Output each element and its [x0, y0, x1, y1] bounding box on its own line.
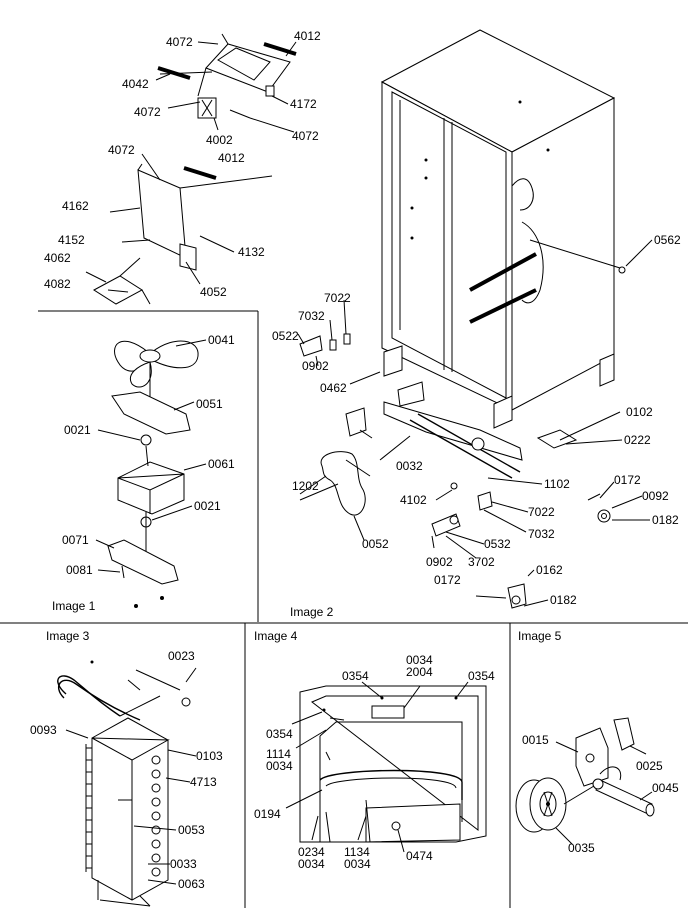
label-4002: 4002: [206, 133, 233, 147]
label-4082: 4082: [44, 277, 71, 291]
label-0172-a: 0172: [614, 473, 641, 487]
label-0102: 0102: [626, 405, 653, 419]
image2-caption: Image 2: [290, 605, 334, 619]
image4-labels: Image 4 0034 2004 0354 0354 0354 1114 00…: [254, 629, 495, 871]
label-0522: 0522: [272, 329, 299, 343]
label-0354-b: 0354: [468, 669, 495, 683]
label-3702: 3702: [468, 555, 495, 569]
image2-cabinet-drawing: [297, 29, 653, 609]
label-0234: 0234: [298, 845, 325, 859]
label-0063: 0063: [178, 877, 205, 891]
label-0023: 0023: [168, 649, 195, 663]
label-4172: 4172: [290, 97, 317, 111]
label-0035: 0035: [568, 841, 595, 855]
image5-labels: Image 5 0015 0025 0045 0035: [518, 629, 679, 855]
label-4102: 4102: [400, 493, 427, 507]
label-4072-d: 4072: [108, 143, 135, 157]
label-0034-b: 0034: [266, 759, 293, 773]
label-0032: 0032: [396, 459, 423, 473]
label-0034-a: 0034: [406, 653, 433, 667]
image3-labels: Image 3 0023 0093 0103 4713 0053 0033 00…: [30, 629, 223, 891]
label-4132: 4132: [238, 245, 265, 259]
image4-caption: Image 4: [254, 629, 298, 643]
label-0045: 0045: [652, 781, 679, 795]
image4-liner-drawing: [285, 681, 487, 853]
label-4072-c: 4072: [292, 129, 319, 143]
label-0172-b: 0172: [434, 573, 461, 587]
label-0194: 0194: [254, 807, 281, 821]
label-4052: 4052: [200, 285, 227, 299]
label-0015: 0015: [522, 733, 549, 747]
label-0902-b: 0902: [426, 555, 453, 569]
panel-borders: [0, 310, 688, 908]
label-1114: 1114: [266, 747, 291, 761]
label-0162: 0162: [536, 563, 563, 577]
label-4152: 4152: [58, 233, 85, 247]
label-0033: 0033: [170, 857, 197, 871]
top-assembly-labels: 4072 4012 4042 4172 4072 4002 4072 4072 …: [44, 29, 321, 299]
image3-evaporator-drawing: [57, 660, 197, 907]
label-0051: 0051: [196, 397, 223, 411]
label-0222: 0222: [624, 433, 651, 447]
label-0354-c: 0354: [266, 727, 293, 741]
label-0462: 0462: [320, 381, 347, 395]
image3-caption: Image 3: [46, 629, 90, 643]
label-7032-b: 7032: [528, 527, 555, 541]
image5-caption: Image 5: [518, 629, 562, 643]
label-0053: 0053: [178, 823, 205, 837]
label-0474: 0474: [406, 849, 433, 863]
label-0034-c: 0034: [298, 857, 325, 871]
label-4012-a: 4012: [294, 29, 321, 43]
label-0562: 0562: [654, 233, 681, 247]
label-0041: 0041: [208, 333, 235, 347]
label-0092: 0092: [642, 489, 669, 503]
label-0182-a: 0182: [652, 513, 679, 527]
image1-labels: 0041 0051 0021 0061 0021 0071 0081 Image…: [52, 333, 235, 613]
label-0354-a: 0354: [342, 669, 369, 683]
label-0034-d: 0034: [344, 857, 371, 871]
label-4072-b: 4072: [134, 105, 161, 119]
label-2004: 2004: [406, 665, 433, 679]
label-4062: 4062: [44, 251, 71, 265]
label-0103: 0103: [196, 749, 223, 763]
label-0061: 0061: [208, 457, 235, 471]
label-0532: 0532: [484, 537, 511, 551]
label-0182-b: 0182: [550, 593, 577, 607]
image1-caption: Image 1: [52, 599, 96, 613]
label-1202: 1202: [292, 479, 319, 493]
label-7032-a: 7032: [298, 309, 325, 323]
label-0021-b: 0021: [194, 499, 221, 513]
label-0093: 0093: [30, 723, 57, 737]
image1-fan-motor-drawing: [95, 339, 207, 608]
label-0021-a: 0021: [64, 423, 91, 437]
label-0025: 0025: [636, 759, 663, 773]
image2-labels: 0562 7022 7032 0522 0902 0462 0102 0222 …: [272, 233, 681, 619]
label-4012-b: 4012: [218, 151, 245, 165]
image5-roller-drawing: [515, 717, 655, 845]
label-0052: 0052: [362, 537, 389, 551]
label-4072-a: 4072: [166, 35, 193, 49]
label-1134: 1134: [344, 845, 370, 859]
label-0902-a: 0902: [302, 359, 329, 373]
label-1102: 1102: [544, 477, 570, 491]
label-4713: 4713: [190, 775, 217, 789]
label-0081: 0081: [66, 563, 93, 577]
label-7022-b: 7022: [528, 505, 555, 519]
label-0071: 0071: [62, 533, 89, 547]
label-7022-a: 7022: [324, 291, 351, 305]
top-damper-assembly: [85, 33, 297, 305]
label-4042: 4042: [122, 77, 149, 91]
label-4162: 4162: [62, 199, 89, 213]
